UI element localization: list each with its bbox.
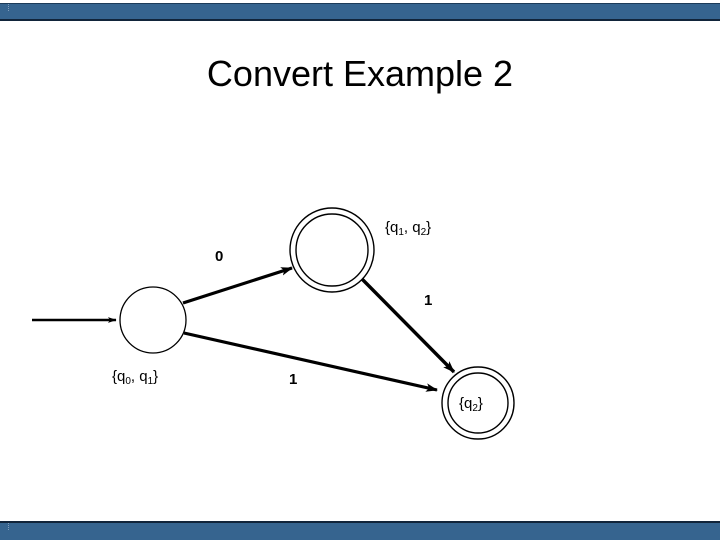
state-label-q0q1-suffix: } <box>153 368 159 385</box>
band-notch-bottom <box>1 523 9 530</box>
state-label-q1q2: {q1, q2} <box>385 219 431 239</box>
page-title: Convert Example 2 <box>206 53 514 94</box>
state-circle-q2-inner <box>447 372 509 434</box>
edge-start-to-q2 <box>183 331 438 392</box>
state-label-q0q1-prefix: {q <box>112 368 126 385</box>
state-label-q1q2-sub2: 2 <box>420 227 427 238</box>
state-label-q0q1-sub2: 1 <box>147 376 154 387</box>
state-label-q1q2-prefix: {q <box>385 219 399 236</box>
edge-label-start-to-q2: 1 <box>289 371 298 388</box>
band-notch-top <box>1 4 9 11</box>
state-label-q2-sub1: 2 <box>472 403 478 414</box>
edge-label-start-to-q1q2: 0 <box>215 248 224 265</box>
top-accent-band <box>0 3 720 21</box>
state-circle-q1q2-outer <box>289 207 375 293</box>
state-circle-start <box>119 286 187 354</box>
edge-start-to-q1q2 <box>182 266 293 305</box>
state-label-q0q1: {q0, q1} <box>112 368 158 388</box>
state-label-q1q2-suffix: } <box>426 219 432 236</box>
state-label-q0q1-sub1: 0 <box>125 376 131 387</box>
state-label-q2: {q2} <box>459 395 483 415</box>
state-circle-q2-outer <box>441 366 515 440</box>
edge-q1q2-to-q2 <box>360 277 456 374</box>
state-label-q1q2-mid: , q <box>403 219 421 236</box>
state-label-q0q1-mid: , q <box>130 368 148 385</box>
bottom-accent-band <box>0 521 720 540</box>
edge-label-q1q2-to-q2: 1 <box>424 292 433 309</box>
state-label-q2-prefix: {q <box>459 395 473 412</box>
state-label-q2-suffix: } <box>477 395 483 412</box>
state-circle-q1q2-inner <box>295 213 369 287</box>
state-label-q1q2-sub1: 1 <box>398 227 404 238</box>
